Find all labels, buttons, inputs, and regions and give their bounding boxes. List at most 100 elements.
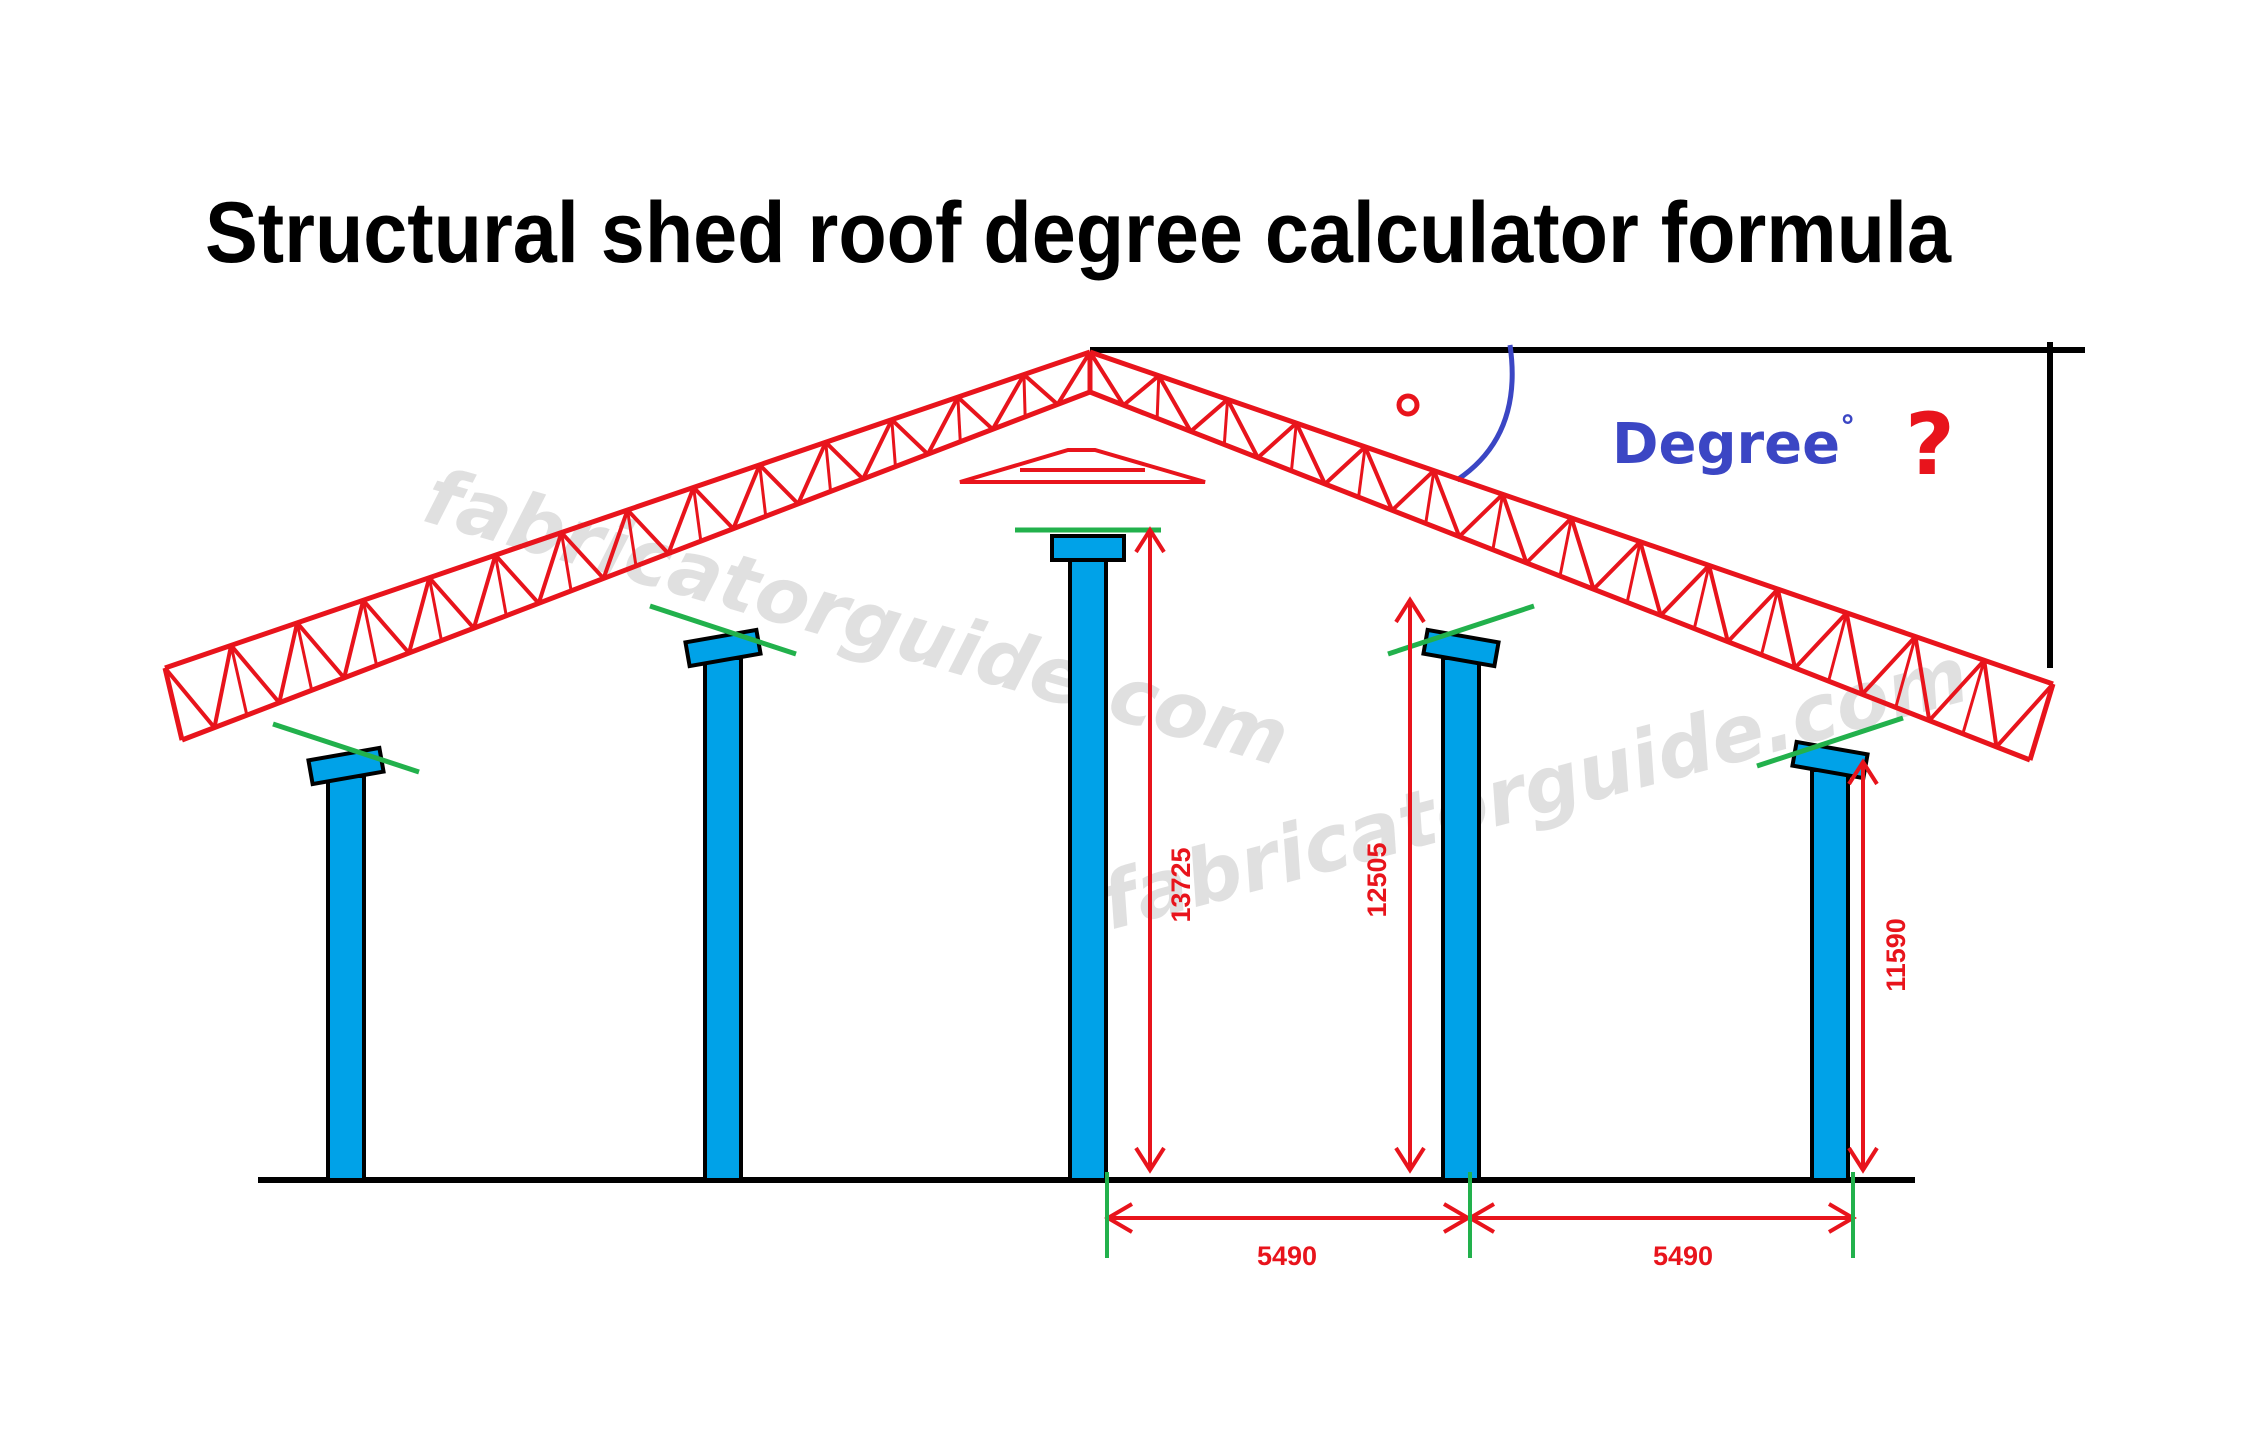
left-web [163, 666, 216, 729]
left-web [212, 645, 234, 728]
left-web [536, 531, 564, 604]
right-vertical [1894, 636, 1917, 708]
right-web [1793, 611, 1849, 670]
left-vertical [493, 554, 508, 616]
left-vertical [361, 599, 379, 666]
diagram-title: Structural shed roof degree calculator f… [205, 185, 1952, 281]
right-vertical [1289, 422, 1298, 472]
column-1-bearing-line [272, 721, 420, 775]
right-web [1500, 493, 1529, 564]
right-vertical [1222, 399, 1230, 445]
column-4-cap-plate [1421, 627, 1501, 669]
left-web [295, 621, 346, 680]
right-web [1927, 658, 1986, 722]
column-3 [1015, 527, 1161, 1182]
dim-arrow-center-arrow-bottom [1134, 1146, 1166, 1174]
roof-truss [162, 349, 2056, 763]
column-2-cap-plate [683, 627, 763, 669]
right-web [1363, 446, 1394, 512]
column-3-shaft [1068, 556, 1108, 1182]
column-1 [272, 721, 420, 1182]
left-web [559, 531, 606, 580]
ridge-gusset [959, 448, 1206, 484]
left-web [990, 373, 1026, 431]
left-vertical [559, 532, 573, 592]
left-vertical [295, 622, 314, 691]
question-mark: ? [1905, 395, 1955, 495]
left-web [1022, 373, 1059, 406]
right-web [1707, 564, 1730, 643]
dimension-lines [1104, 526, 1879, 1258]
column-2-shaft [703, 656, 743, 1182]
dim-arrow-eave [1847, 758, 1879, 1174]
dim-arrow-center [1134, 526, 1166, 1174]
right-vertical [1625, 541, 1642, 603]
right-web [1659, 564, 1711, 617]
left-web [471, 554, 498, 629]
dim-arrow-mid [1394, 596, 1426, 1174]
dim-height-mid: 12505 [1362, 842, 1392, 917]
left-web [692, 486, 735, 531]
left-vertical [163, 667, 184, 741]
right-web [1122, 374, 1161, 407]
columns-group [272, 527, 1904, 1182]
left-web [601, 509, 630, 580]
right-vertical [1759, 588, 1780, 656]
left-vertical [758, 464, 768, 517]
left-web [956, 395, 995, 431]
right-web [1323, 445, 1367, 486]
left-web [493, 553, 541, 605]
dim-arrow-eave-arrow-bottom [1847, 1146, 1879, 1174]
column-5-shaft [1810, 768, 1850, 1182]
dim-height-eave: 11590 [1881, 918, 1911, 992]
left-web [861, 418, 894, 480]
left-web [731, 464, 762, 530]
left-web [666, 486, 696, 555]
right-web [1432, 469, 1462, 538]
column-4-bearing-line [1387, 603, 1535, 657]
left-web [626, 508, 670, 555]
column-1-shaft [326, 774, 366, 1182]
watermark-left: fabricatorguide.com [415, 452, 1299, 785]
angle-arc [1455, 344, 1515, 483]
right-web [1569, 517, 1596, 590]
right-web [1982, 660, 1999, 748]
left-vertical [1022, 374, 1027, 417]
angle-marker-circle [1396, 393, 1420, 417]
dim-arrow-span-1 [1104, 1202, 1472, 1234]
right-web [1256, 421, 1298, 460]
left-web [229, 644, 281, 705]
left-vertical [626, 509, 638, 567]
left-web [1055, 350, 1092, 406]
dim-arrow-mid-arrow-top [1394, 596, 1426, 624]
right-web [1775, 588, 1797, 669]
dim-span-1: 5490 [1257, 1241, 1317, 1271]
right-vertical [1692, 565, 1711, 629]
left-web [277, 622, 300, 704]
column-5 [1756, 715, 1904, 1182]
left-vertical [824, 442, 833, 492]
dim-span-2: 5490 [1653, 1241, 1713, 1271]
column-4-shaft [1441, 656, 1481, 1182]
right-web [1294, 422, 1327, 485]
right-web [1390, 469, 1436, 512]
right-vertical [2028, 683, 2055, 761]
right-web [1157, 374, 1193, 433]
column-2-bearing-line [649, 603, 797, 657]
column-5-bearing-line [1756, 715, 1904, 769]
right-web [1844, 612, 1865, 695]
column-2 [649, 603, 797, 1182]
left-web [407, 577, 432, 654]
right-web [1525, 516, 1573, 565]
right-web [1726, 587, 1780, 644]
right-vertical [1827, 612, 1849, 682]
right-vertical [1558, 517, 1573, 577]
right-web [1225, 398, 1260, 459]
degree-label: Degree° [1612, 410, 1855, 477]
left-web [890, 418, 930, 456]
left-web [824, 440, 865, 481]
left-web [361, 598, 411, 655]
right-web [1638, 541, 1663, 616]
column-4 [1387, 603, 1535, 1182]
